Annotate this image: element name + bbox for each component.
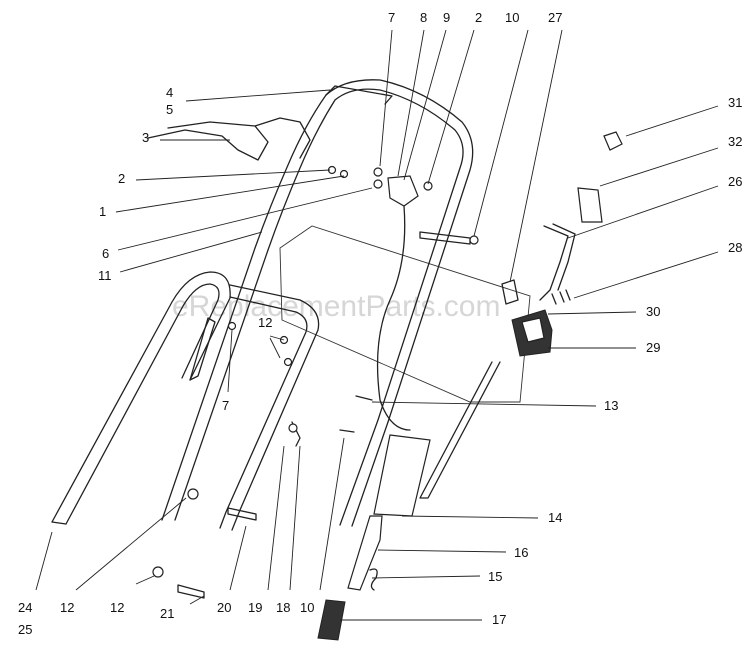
label-8: 8 (420, 10, 427, 25)
handle-plate (279, 225, 531, 403)
label-14: 14 (548, 510, 562, 525)
bolt-10 (419, 231, 479, 245)
bail-part (147, 117, 311, 161)
label-30: 30 (646, 304, 660, 319)
label-11: 11 (98, 268, 112, 283)
label-7-middle: 7 (222, 398, 229, 413)
label-1: 1 (99, 204, 106, 219)
label-28: 28 (728, 240, 742, 255)
throttle-lever (539, 131, 623, 301)
control-bracket (501, 279, 571, 357)
label-10-bottom: 10 (300, 600, 314, 615)
label-29: 29 (646, 340, 660, 355)
label-26: 26 (728, 174, 742, 189)
lower-rod-assembly (317, 361, 501, 641)
label-6: 6 (102, 246, 109, 261)
label-3: 3 (142, 130, 149, 145)
label-20: 20 (217, 600, 231, 615)
label-16: 16 (514, 545, 528, 560)
label-32: 32 (728, 134, 742, 149)
upper-handle (161, 79, 474, 527)
label-9: 9 (443, 10, 450, 25)
label-12-bottom: 12 (110, 600, 124, 615)
label-2-top: 2 (475, 10, 482, 25)
watermark-text: eReplacementParts.com (172, 290, 500, 323)
label-18: 18 (276, 600, 290, 615)
label-17: 17 (492, 612, 506, 627)
label-19: 19 (248, 600, 262, 615)
label-13: 13 (604, 398, 618, 413)
lower-hardware (152, 321, 373, 599)
label-21: 21 (160, 606, 174, 621)
label-7-top: 7 (388, 10, 395, 25)
bracket-assembly (327, 165, 433, 207)
label-12-bottom-left: 12 (60, 600, 74, 615)
label-24: 24 (18, 600, 32, 615)
label-15: 15 (488, 569, 502, 584)
callout-labels: 4 5 3 2 1 6 11 7 8 9 2 10 27 31 32 26 28… (18, 10, 742, 637)
lower-handle (51, 271, 320, 531)
label-2-upper-left: 2 (118, 171, 125, 186)
label-25: 25 (18, 622, 32, 637)
label-10-top: 10 (505, 10, 519, 25)
control-cable (376, 205, 411, 431)
label-27: 27 (548, 10, 562, 25)
label-4: 4 (166, 85, 173, 100)
label-5: 5 (166, 102, 173, 117)
leader-lines (35, 29, 719, 621)
label-31: 31 (728, 95, 742, 110)
label-12-middle: 12 (258, 315, 272, 330)
